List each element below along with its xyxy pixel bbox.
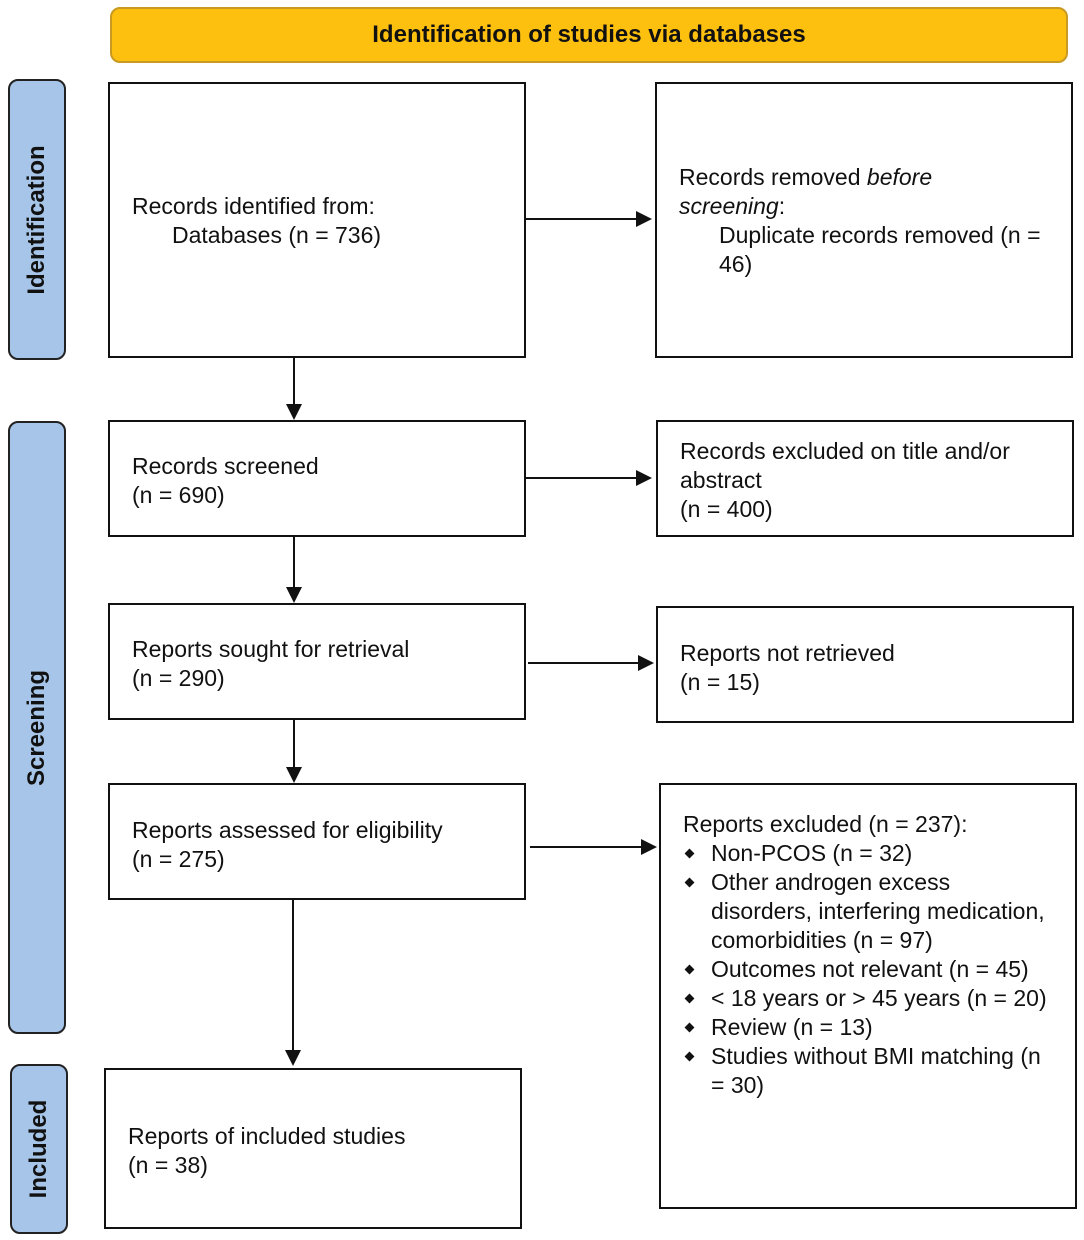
exclusion-reason: Non-PCOS (n = 32)	[683, 839, 1053, 868]
reports-included-label: Reports of included studies	[128, 1123, 406, 1149]
exclusion-reasons-list: Non-PCOS (n = 32) Other androgen excess …	[683, 839, 1053, 1100]
duplicate-records-removed: Duplicate records removed (n = 46)	[719, 222, 1041, 277]
exclusion-reason: Review (n = 13)	[683, 1013, 1053, 1042]
arrow-sought-to-assessed	[286, 720, 302, 783]
reports-sought-count: (n = 290)	[132, 665, 225, 691]
reports-excluded-heading: Reports excluded (n = 237):	[683, 811, 968, 837]
arrow-sought-to-not-retrieved	[528, 655, 654, 671]
reports-not-retrieved-box: Reports not retrieved (n = 15)	[656, 606, 1074, 723]
reports-excluded-box: Reports excluded (n = 237): Non-PCOS (n …	[659, 783, 1077, 1209]
reports-not-retrieved-count: (n = 15)	[680, 669, 760, 695]
arrow-screened-to-sought	[286, 537, 302, 603]
phase-header-title: Identification of studies via databases	[372, 21, 806, 48]
arrow-identified-to-removed	[526, 211, 652, 227]
records-excluded-label: Records excluded on title and/or abstrac…	[680, 438, 1010, 493]
records-identified-box: Records identified from: Databases (n = …	[108, 82, 526, 358]
arrow-assessed-to-included	[285, 900, 301, 1066]
exclusion-reason: Outcomes not relevant (n = 45)	[683, 955, 1053, 984]
records-screened-count: (n = 690)	[132, 482, 225, 508]
reports-sought-box: Reports sought for retrieval (n = 290)	[108, 603, 526, 720]
reports-assessed-box: Reports assessed for eligibility (n = 27…	[108, 783, 526, 900]
records-identified-databases: Databases (n = 736)	[172, 222, 382, 248]
arrow-screened-to-excluded	[526, 470, 652, 486]
phase-header: Identification of studies via databases	[110, 7, 1068, 63]
records-excluded-box: Records excluded on title and/or abstrac…	[656, 420, 1074, 537]
reports-assessed-count: (n = 275)	[132, 846, 225, 872]
reports-included-count: (n = 38)	[128, 1152, 208, 1178]
records-screened-box: Records screened (n = 690)	[108, 420, 526, 537]
reports-sought-label: Reports sought for retrieval	[132, 636, 410, 662]
stage-included: Included	[10, 1064, 68, 1234]
stage-identification: Identification	[8, 79, 66, 360]
reports-included-box: Reports of included studies (n = 38)	[104, 1068, 522, 1229]
exclusion-reason: Other androgen excess disorders, interfe…	[683, 868, 1053, 955]
exclusion-reason: < 18 years or > 45 years (n = 20)	[683, 984, 1053, 1013]
records-identified-heading: Records identified from:	[132, 193, 375, 219]
stage-screening: Screening	[8, 421, 66, 1034]
records-screened-label: Records screened	[132, 453, 319, 479]
arrow-identified-to-screened	[286, 358, 302, 420]
reports-not-retrieved-label: Reports not retrieved	[680, 640, 895, 666]
records-excluded-count: (n = 400)	[680, 496, 773, 522]
reports-assessed-label: Reports assessed for eligibility	[132, 817, 443, 843]
arrow-assessed-to-excluded	[530, 839, 657, 855]
exclusion-reason: Studies without BMI matching (n = 30)	[683, 1042, 1053, 1100]
